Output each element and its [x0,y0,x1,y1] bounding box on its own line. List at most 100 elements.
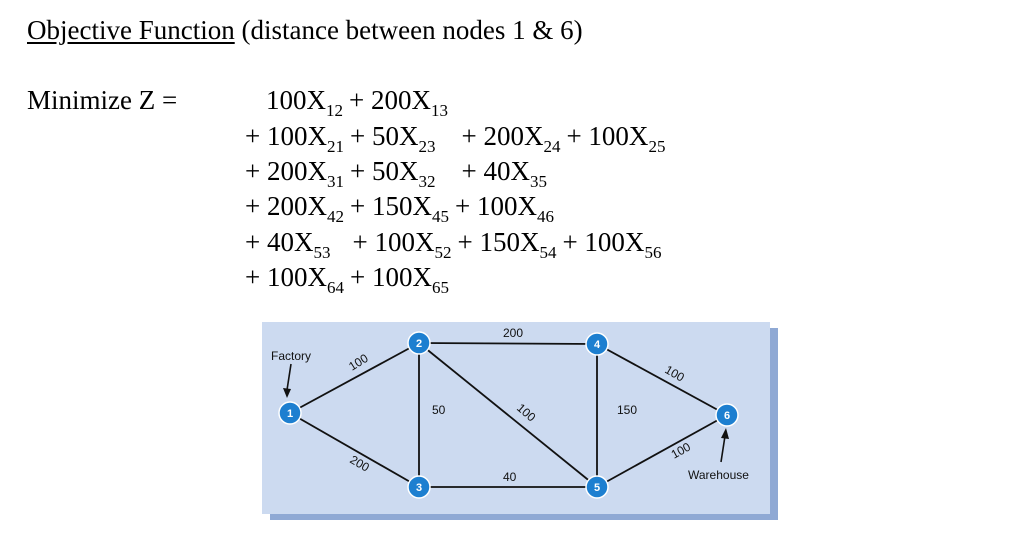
term-subscript: 23 [418,137,436,156]
node-4: 4 [585,332,609,356]
node-2: 2 [407,331,431,355]
equation-term: + 100X25 [566,120,665,155]
equation-term: + 200X31 [245,155,344,190]
term-coefficient: + 100X [352,227,435,257]
factory-label: Factory [271,349,311,363]
heading-rest: (distance between nodes 1 & 6) [234,15,583,45]
node-circle [585,332,609,356]
node-number: 5 [594,482,600,494]
node-5: 5 [585,475,609,499]
equation-row: + 100X64+ 100X65 [245,261,449,296]
node-number: 2 [416,338,422,350]
term-subscript: 56 [644,243,662,262]
nodes-group: 1 2 3 4 5 6 [278,331,739,499]
term-subscript: 24 [543,137,561,156]
term-coefficient: + 100X [349,262,432,292]
edge-2-5 [418,342,598,488]
edge-distance-label-3-5: 40 [503,470,517,484]
term-subscript: 31 [326,172,344,191]
edge-distance-label-2-3: 50 [432,403,446,417]
node-circle [407,475,431,499]
equation-term: + 40X53 [245,226,330,261]
edge-distance-label-4-5: 150 [617,403,637,417]
warehouse-arrow-head [721,428,729,439]
equation-term: + 150X54 [457,226,556,261]
term-coefficient: + 200X [245,156,327,186]
edge-5-6 [596,414,728,488]
term-coefficient: + 40X [245,227,314,257]
term-coefficient: + 40X [461,156,530,186]
heading-underlined: Objective Function [27,15,235,45]
edge-distance-label-2-4: 200 [503,326,523,340]
term-coefficient: + 200X [461,121,544,151]
term-coefficient: + 150X [457,227,540,257]
factory-arrow-head [283,388,291,398]
equation-term: + 150X45 [349,190,449,225]
term-subscript: 46 [536,207,554,226]
warehouse-label: Warehouse [688,468,749,482]
minimize-label: Minimize Z = [27,85,178,115]
term-subscript: 53 [313,243,331,262]
equation-term: + 100X64 [245,261,344,296]
term-coefficient: + 100X [562,227,645,257]
term-subscript: 54 [539,243,557,262]
equation-term: + 50X32 [349,155,435,190]
equation-term: + 100X46 [454,190,554,225]
term-subscript: 25 [648,137,666,156]
equation-term: + 100X52 [352,226,451,261]
equation-term: + 100X21 [245,120,344,155]
panel [262,322,770,514]
node-number: 6 [724,410,730,422]
term-coefficient: + 50X [349,121,419,151]
term-coefficient: + 150X [349,191,432,221]
term-subscript: 64 [326,278,344,297]
node-circle [585,475,609,499]
term-coefficient: + 100X [454,191,537,221]
term-coefficient: + 50X [349,156,419,186]
term-subscript: 21 [326,137,344,156]
objective-function-heading: Objective Function (distance between nod… [27,14,583,46]
edge-1-3 [289,412,420,488]
node-1: 1 [278,401,302,425]
term-coefficient: + 100X [245,262,327,292]
term-coefficient: 100X [266,85,326,115]
edge-1-2 [289,342,420,414]
edges-group [289,342,728,488]
equation-term: + 100X56 [562,226,661,261]
equation-term: + 50X23 [349,120,435,155]
term-coefficient: + 200X [349,85,431,115]
factory-arrow-shaft [286,363,292,391]
node-6: 6 [715,403,739,427]
term-coefficient: + 200X [245,191,327,221]
node-number: 1 [287,408,293,420]
equation-term: 100X12 [266,84,343,119]
node-circle [715,403,739,427]
node-number: 3 [416,482,422,494]
node-3: 3 [407,475,431,499]
arrows-group [283,363,729,463]
term-coefficient: + 100X [566,121,649,151]
term-subscript: 13 [430,101,448,120]
term-coefficient: + 100X [245,121,327,151]
equation-term: + 200X24 [461,120,560,155]
term-subscript: 45 [431,207,449,226]
node-number: 4 [594,339,601,351]
term-subscript: 35 [529,172,547,191]
warehouse-arrow-shaft [720,435,726,463]
equation-row: + 200X31+ 50X32+ 40X35 [245,155,547,190]
edge-4-6 [596,343,728,416]
equation-term: + 200X42 [245,190,344,225]
node-circle [278,401,302,425]
equation-term: + 200X13 [349,84,448,119]
node-circle [407,331,431,355]
term-subscript: 52 [434,243,452,262]
equation-row: + 40X53+ 100X52+ 150X54+ 100X56 [245,226,661,261]
equation-term: + 40X35 [461,155,546,190]
edge-2-4 [418,342,598,345]
term-subscript: 12 [326,101,343,120]
equation-term: + 100X65 [349,261,449,296]
term-subscript: 32 [418,172,436,191]
equation-row: + 200X42+ 150X45+ 100X46 [245,190,554,225]
equation-row: 100X12+ 200X13 [266,84,448,119]
term-subscript: 65 [431,278,449,297]
